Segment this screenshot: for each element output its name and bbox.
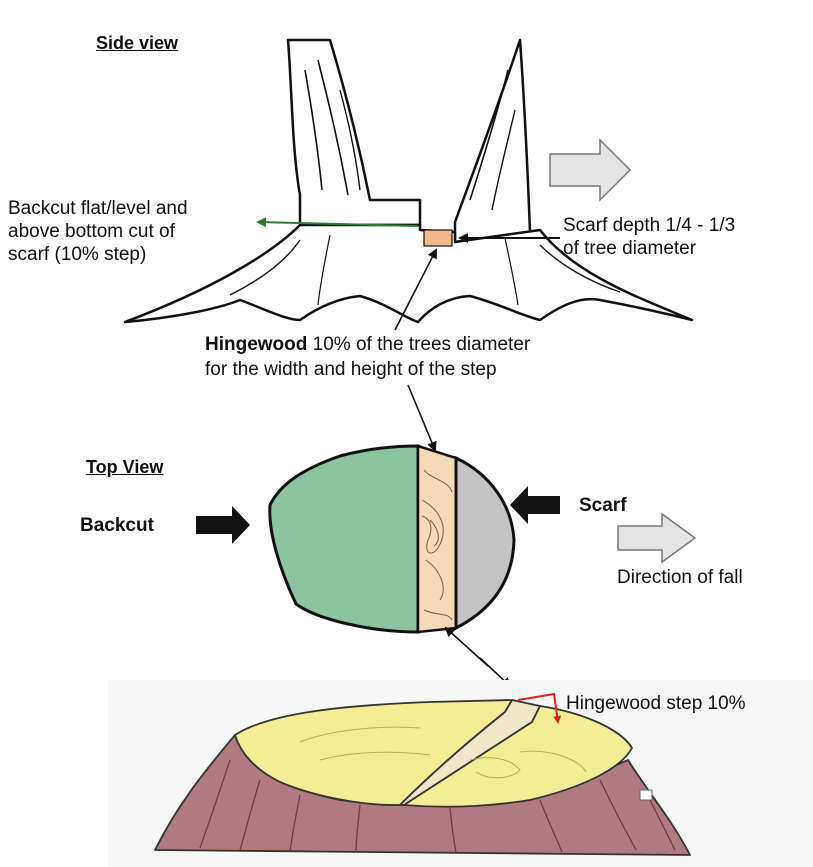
top-view-heading: Top View [86,456,163,479]
hingewood-note-rest: 10% of the trees diameter [313,334,531,355]
hingewood-note: Hingewood 10% of the trees diameter [205,333,530,356]
backcut-note-line-2: above bottom cut of [8,220,188,243]
top-view-stump [270,446,514,632]
top-direction-arrow [618,514,695,562]
backcut-note-line-1: Backcut flat/level and [8,197,188,220]
stump-highlight [640,790,652,800]
scarf-push-arrow [510,486,560,524]
scarf-depth-note: Scarf depth 1/4 - 1/3 of tree diameter [563,214,735,260]
backcut-label: Backcut [80,514,154,537]
hingewood-term: Hingewood [205,334,307,355]
scarf-depth-line-2: of tree diameter [563,237,735,260]
hingewood-pointer-down [408,385,435,450]
direction-of-fall-label: Direction of fall [617,566,743,589]
side-view-heading: Side view [96,32,178,55]
link-arrow-back [446,628,488,666]
hingewood-block [424,230,452,246]
hingewood-step-label: Hingewood step 10% [566,692,746,715]
backcut-note: Backcut flat/level and above bottom cut … [8,197,188,266]
hingewood-note-line-2: for the width and height of the step [205,358,497,381]
scarf-label: Scarf [579,494,627,517]
backcut-push-arrow [196,506,250,544]
backcut-note-line-3: scarf (10% step) [8,243,188,266]
scarf-depth-line-1: Scarf depth 1/4 - 1/3 [563,214,735,237]
side-direction-arrow [550,140,630,200]
